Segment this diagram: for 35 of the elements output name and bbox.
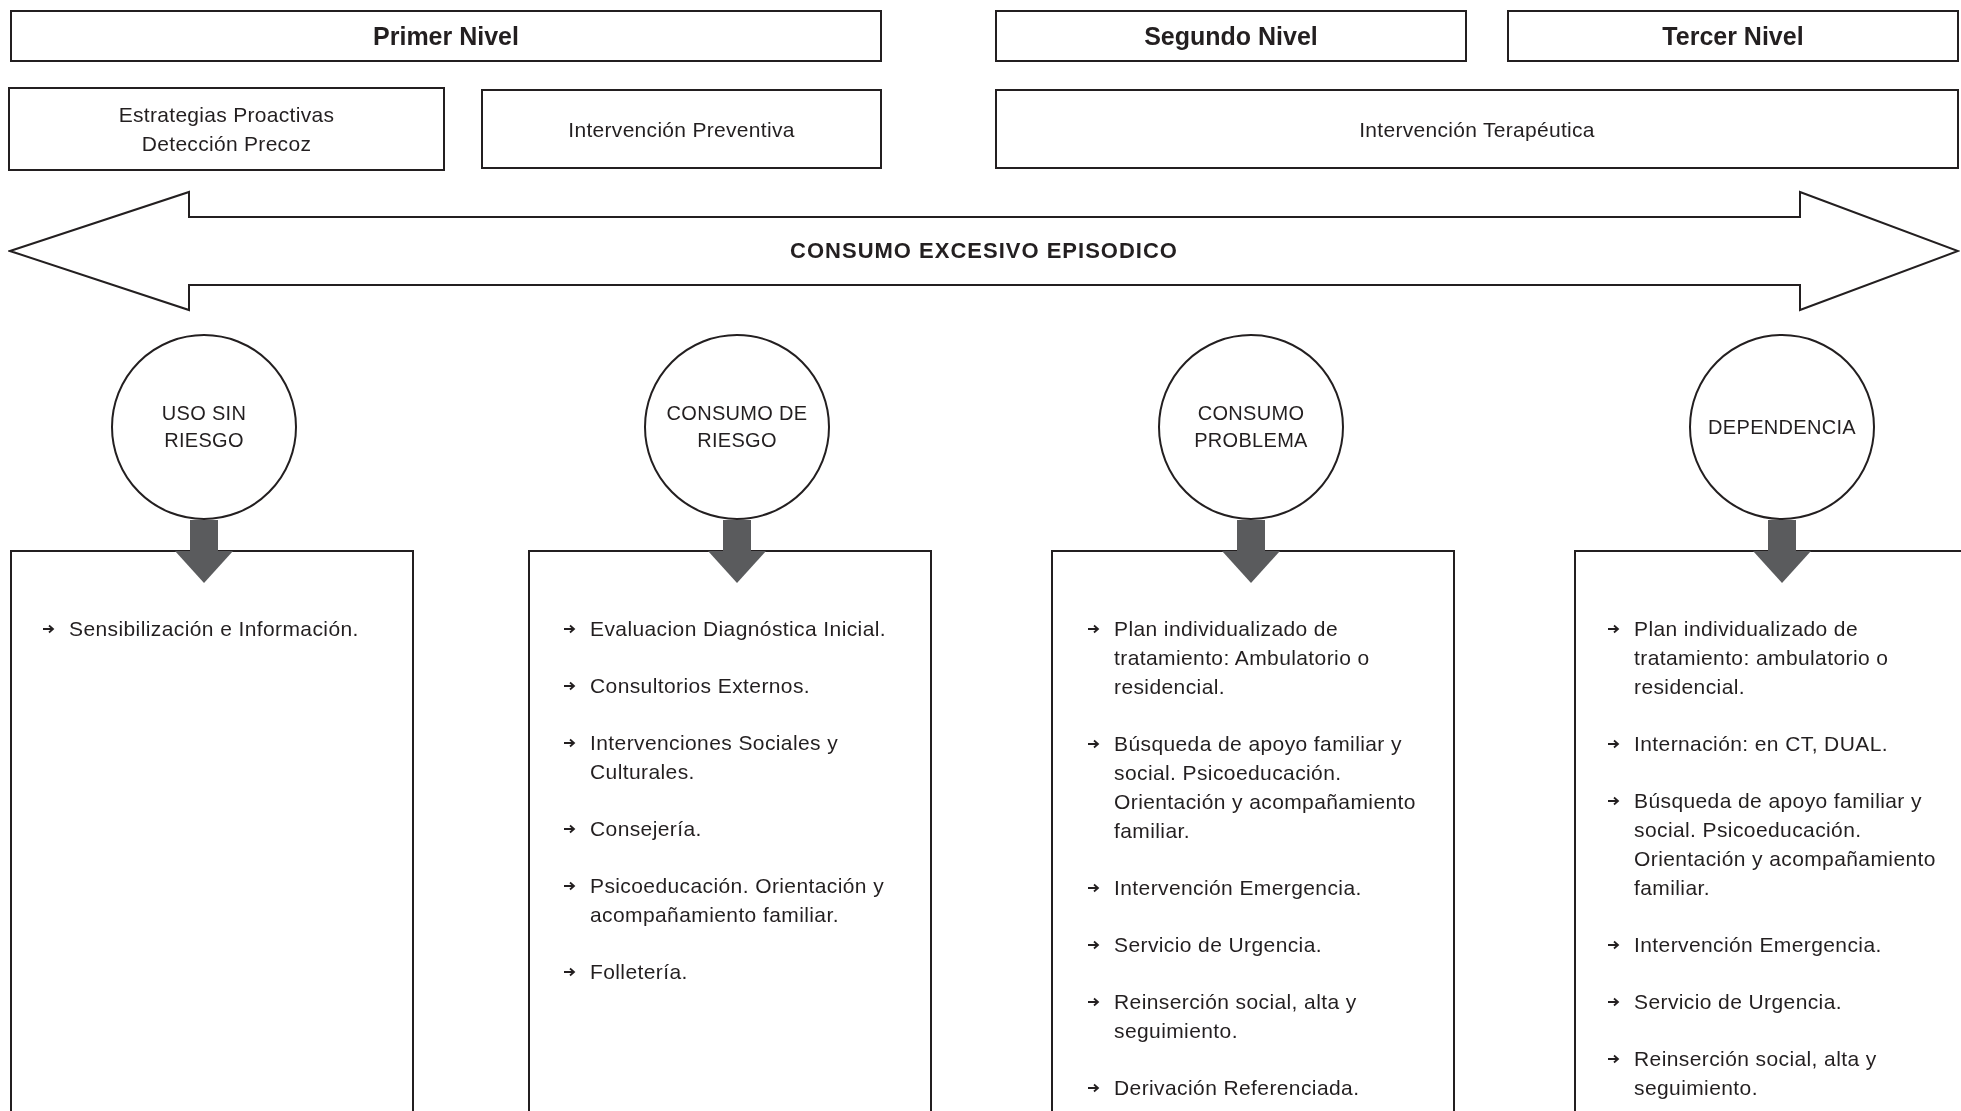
action-item: Búsqueda de apoyo familiar y social. Psicoeducación. Orientación y acompañamiento familiar.	[1114, 731, 1417, 844]
level-header: Tercer Nivel	[1507, 10, 1959, 62]
stage-label: DEPENDENCIA	[1707, 414, 1857, 440]
action-item: Búsqueda de apoyo familiar y social. Psicoeducación. Orientación y acompañamiento familiar.	[1634, 788, 1937, 901]
action-item: Consultorios Externos.	[590, 673, 812, 699]
action-item: Plan individualizado de tratamiento: Ambulatorio o residencial.	[1114, 616, 1371, 700]
box-text: Estrategias Proactivas	[118, 102, 335, 128]
level-header: Segundo Nivel	[995, 10, 1467, 62]
action-item: Reinserción social, alta y seguimiento.	[1634, 1046, 1878, 1101]
strategy-box: Intervención Terapéutica	[995, 89, 1959, 169]
action-item: Sensibilización e Información.	[69, 616, 360, 642]
action-item: Evaluacion Diagnóstica Inicial.	[590, 616, 888, 642]
stage-label: CONSUMO PROBLEMA	[1193, 401, 1309, 453]
stage-label: USO SIN RIESGO	[160, 401, 248, 453]
action-item: Derivación Referenciada.	[1114, 1075, 1361, 1101]
action-item: Internación: en CT, DUAL.	[1634, 731, 1889, 757]
action-item: Consejería.	[590, 816, 703, 842]
strategy-box: Intervención Preventiva	[481, 89, 882, 169]
action-item: Intervención Emergencia.	[1634, 932, 1883, 958]
action-item: Intervención Emergencia.	[1114, 875, 1363, 901]
stage-label: CONSUMO DE RIESGO	[665, 401, 809, 453]
down-arrow	[1753, 520, 1811, 583]
down-arrow	[175, 520, 233, 583]
action-item: Servicio de Urgencia.	[1634, 989, 1843, 1015]
action-item: Psicoeducación. Orientación y acompañamiento familiar.	[590, 873, 886, 928]
band-label: CONSUMO EXCESIVO EPISODICO	[790, 238, 1178, 264]
down-arrow	[708, 520, 766, 583]
action-item: Servicio de Urgencia.	[1114, 932, 1323, 958]
action-item: Reinserción social, alta y seguimiento.	[1114, 989, 1358, 1044]
action-item: Plan individualizado de tratamiento: ambulatorio o residencial.	[1634, 616, 1890, 700]
action-item: Folletería.	[590, 959, 689, 985]
box-text: Detección Precoz	[141, 131, 312, 157]
level-header: Primer Nivel	[10, 10, 882, 62]
action-item: Intervenciones Sociales y Culturales.	[590, 730, 840, 785]
down-arrow	[1222, 520, 1280, 583]
